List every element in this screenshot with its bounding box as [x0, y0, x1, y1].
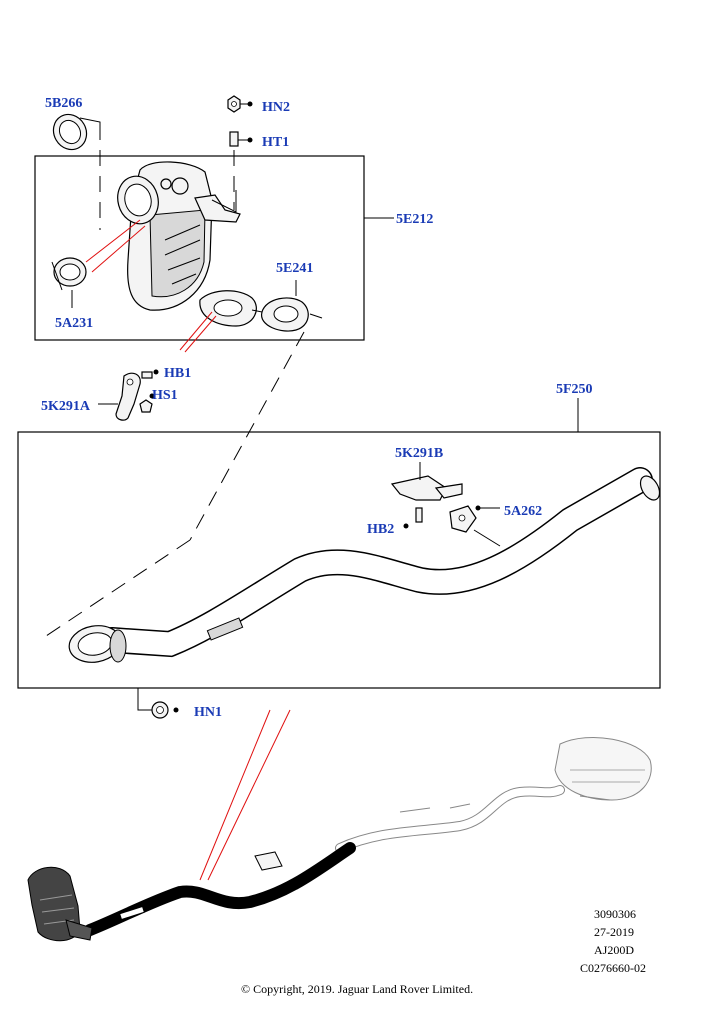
- callout-5E212[interactable]: 5E212: [396, 212, 433, 227]
- front-pipe-group-box: [17, 431, 661, 689]
- copyright-notice: © Copyright, 2019. Jaguar Land Rover Lim…: [241, 982, 473, 996]
- callout-HN2[interactable]: HN2: [262, 100, 290, 115]
- catalytic-converter-group-box: [34, 155, 365, 341]
- bolt-HB2[interactable]: [415, 507, 423, 523]
- callout-5A231[interactable]: 5A231: [55, 316, 93, 331]
- ref-date-code: 27-2019: [594, 925, 634, 939]
- callout-5B266[interactable]: 5B266: [45, 96, 82, 111]
- callout-5E241[interactable]: 5E241: [276, 261, 313, 276]
- callout-HT1[interactable]: HT1: [262, 135, 289, 150]
- callout-HB2[interactable]: HB2: [367, 522, 394, 537]
- ref-engine-code: AJ200D: [594, 943, 634, 957]
- gasket-5E241[interactable]: [261, 297, 309, 332]
- clamp-5A231[interactable]: [51, 257, 87, 291]
- gasket-5B266[interactable]: [47, 108, 93, 155]
- callout-HN1[interactable]: HN1: [194, 705, 222, 720]
- callout-5F250[interactable]: 5F250: [556, 382, 593, 397]
- nut-HN2[interactable]: [227, 95, 241, 113]
- ref-illustration-number: 3090306: [594, 907, 636, 921]
- exhaust-system-overview: [27, 737, 652, 942]
- nut-HN1[interactable]: [151, 701, 169, 719]
- bolt-HB1[interactable]: [141, 371, 153, 379]
- callout-HS1[interactable]: HS1: [152, 388, 178, 403]
- catalytic-converter-5E212[interactable]: [112, 161, 257, 327]
- callout-5K291A[interactable]: 5K291A: [41, 399, 91, 414]
- front-pipe-5F250[interactable]: [66, 467, 663, 666]
- ref-catalogue-code: C0276660-02: [580, 961, 646, 975]
- callout-HB1[interactable]: HB1: [164, 366, 191, 381]
- bracket-5K291A[interactable]: [115, 372, 141, 421]
- isolator-5A262[interactable]: [449, 505, 477, 533]
- callout-5K291B[interactable]: 5K291B: [395, 446, 443, 461]
- screw-HS1[interactable]: [139, 399, 153, 413]
- stud-HT1[interactable]: [229, 131, 239, 147]
- bracket-5K291B[interactable]: [390, 475, 463, 501]
- callout-5A262[interactable]: 5A262: [504, 504, 542, 519]
